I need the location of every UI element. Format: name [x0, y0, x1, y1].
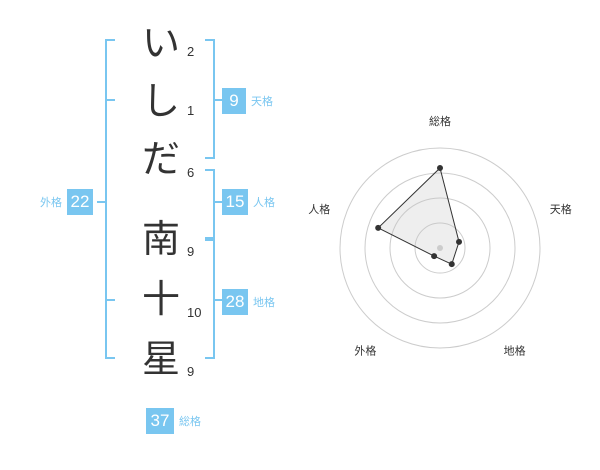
chikaku-value: 28	[222, 289, 248, 315]
name-char-6: 星	[141, 337, 180, 381]
radar-point-2	[456, 238, 463, 245]
name-char-1: い	[141, 21, 180, 65]
stroke-count-2: 1	[187, 103, 195, 118]
radar-point-1	[437, 165, 443, 171]
jinkaku-bracket	[205, 169, 215, 239]
name-char-2: し	[141, 79, 180, 123]
gaikaku-value: 22	[67, 189, 93, 215]
radar-axis-label-4: 外格	[354, 344, 376, 358]
jinkaku-label: 人格	[253, 196, 275, 209]
radar-axis-label-3: 地格	[504, 344, 526, 358]
jinkaku-value: 15	[222, 189, 248, 215]
radar-ring-4	[339, 147, 541, 349]
tenkaku-value: 9	[222, 88, 246, 114]
chikaku-badge: 28 地格	[222, 289, 275, 315]
stroke-count-1: 2	[187, 44, 195, 59]
radar-area	[377, 167, 460, 265]
stroke-count-6: 9	[187, 364, 195, 379]
stroke-count-5: 10	[187, 305, 202, 320]
radar-ring-2	[389, 197, 491, 299]
name-char-4: 南	[141, 217, 180, 261]
radar-ring-3	[364, 172, 516, 324]
radar-point-3	[448, 261, 455, 268]
name-char-5: 十	[141, 277, 180, 321]
tenkaku-label: 天格	[251, 95, 273, 108]
radar-axis-label-2: 天格	[550, 202, 572, 216]
stroke-count-4: 9	[187, 244, 195, 259]
chikaku-label: 地格	[253, 296, 275, 309]
soukaku-label: 総格	[179, 415, 201, 428]
jinkaku-badge: 15 人格	[222, 189, 275, 215]
radar-point-4	[431, 253, 438, 260]
gaikaku-bracket	[105, 39, 115, 359]
radar-center	[437, 245, 443, 251]
soukaku-badge: 37 総格	[146, 408, 201, 434]
gaikaku-badge: 外格 22	[40, 189, 93, 215]
tenkaku-badge: 9 天格	[222, 88, 273, 114]
radar-axis-label-1: 総格	[429, 114, 451, 128]
radar-ring-1	[414, 222, 466, 274]
stroke-count-3: 6	[187, 165, 195, 180]
radar-axis-label-5: 人格	[308, 202, 330, 216]
radar-point-5	[375, 224, 382, 231]
soukaku-value: 37	[146, 408, 174, 434]
gaikaku-label: 外格	[40, 196, 62, 209]
name-char-3: だ	[141, 137, 180, 181]
